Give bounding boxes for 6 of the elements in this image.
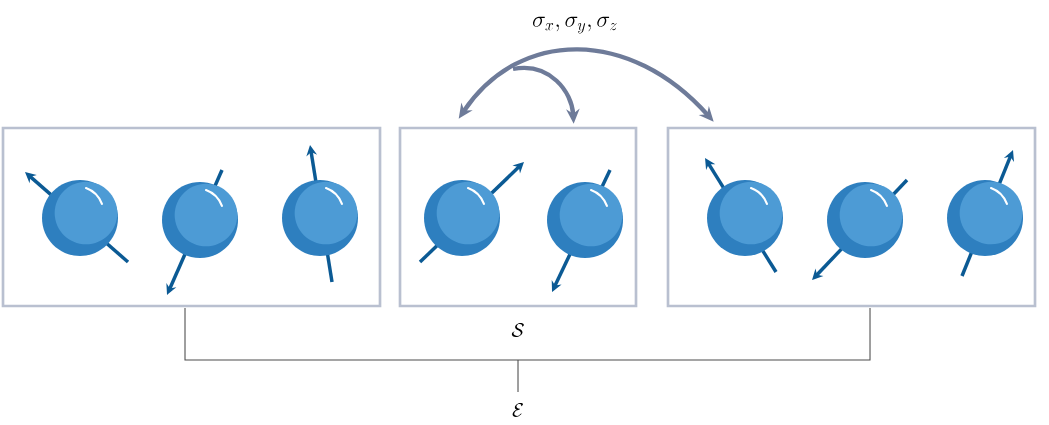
symbol-label: $\mathcal{S}$ bbox=[511, 323, 524, 337]
panel-box bbox=[398, 126, 638, 308]
symbol-label: $\mathcal{E}$ bbox=[512, 403, 523, 417]
panel-box bbox=[666, 126, 1037, 308]
panel-box bbox=[1, 126, 382, 308]
edge-label: $\sigma_x, \sigma_y, \sigma_z$ bbox=[533, 16, 617, 34]
